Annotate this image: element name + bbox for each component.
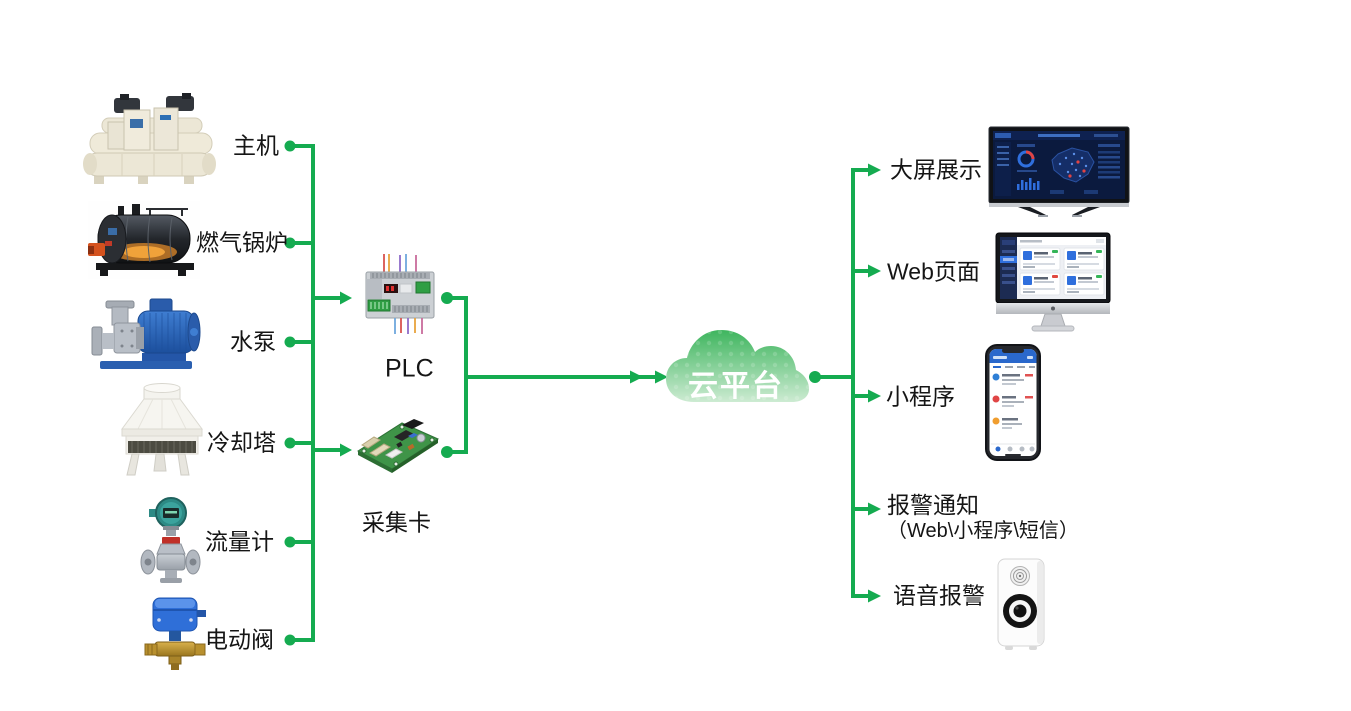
label-mini-program: 小程序 xyxy=(886,383,955,410)
acquisition-card-icon xyxy=(357,419,440,473)
speaker-icon xyxy=(997,558,1045,650)
label-web-page: Web页面 xyxy=(887,258,980,285)
alarm-notice-title: 报警通知 xyxy=(887,492,979,518)
desktop-monitor-icon xyxy=(995,232,1111,332)
tv-dashboard-icon xyxy=(988,126,1130,217)
alarm-notice-channels: （Web\小程序\短信） xyxy=(887,520,1079,542)
label-chiller: 主机 xyxy=(233,132,279,159)
cooling-tower-icon xyxy=(121,383,203,476)
label-flow-meter: 流量计 xyxy=(205,528,274,555)
cloud-platform-label: 云平台 xyxy=(688,370,784,403)
label-voice-alarm: 语音报警 xyxy=(893,582,985,609)
label-acquisition-card: 采集卡 xyxy=(362,509,431,536)
gas-boiler-icon xyxy=(88,201,200,279)
smartphone-icon xyxy=(985,344,1041,461)
label-plc: PLC xyxy=(385,354,434,383)
water-pump-icon xyxy=(91,298,201,369)
electric-valve-icon xyxy=(144,597,206,670)
flow-meter-icon xyxy=(140,497,201,583)
label-alarm-notice: 报警通知 （Web\小程序\短信） xyxy=(887,493,1079,544)
cloud-icon xyxy=(666,330,809,402)
label-gas-boiler: 燃气锅炉 xyxy=(196,229,288,256)
label-electric-valve: 电动阀 xyxy=(205,626,274,653)
plc-module-icon xyxy=(365,254,435,334)
label-cooling-tower: 冷却塔 xyxy=(207,429,276,456)
label-water-pump: 水泵 xyxy=(230,328,276,355)
label-big-screen: 大屏展示 xyxy=(890,156,982,183)
chiller-icon xyxy=(83,93,216,184)
